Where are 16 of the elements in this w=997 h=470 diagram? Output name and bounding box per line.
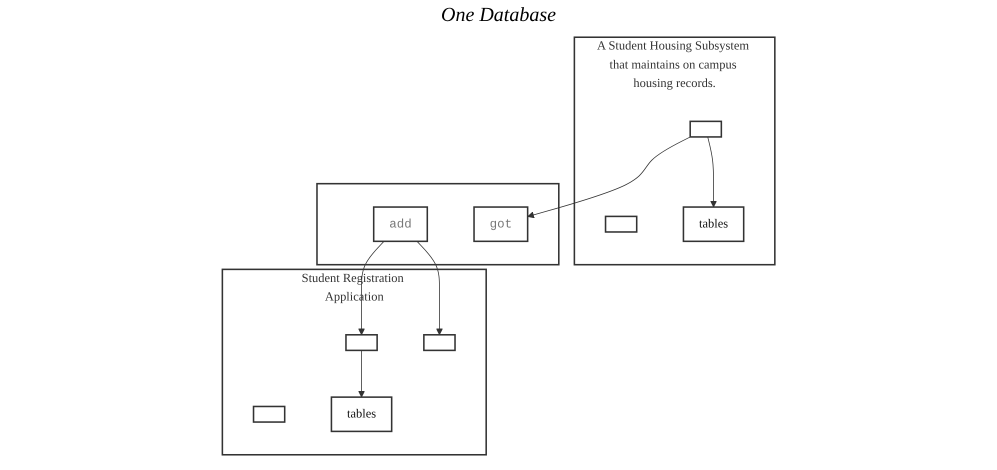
arrow xyxy=(416,240,443,336)
node-box xyxy=(689,120,722,138)
diagram-title: One Database xyxy=(440,4,557,27)
arrow xyxy=(707,136,717,208)
arrow xyxy=(358,240,384,336)
node-box: got xyxy=(473,206,528,242)
arrow xyxy=(358,350,365,398)
node-box: tables xyxy=(682,206,744,242)
node-box xyxy=(604,216,638,233)
node-box: tables xyxy=(330,396,392,432)
cluster xyxy=(316,182,560,266)
node-box: add xyxy=(372,206,428,242)
arrow xyxy=(527,136,691,218)
node-box xyxy=(252,406,286,423)
node-box xyxy=(345,334,378,352)
node-box xyxy=(422,334,456,352)
